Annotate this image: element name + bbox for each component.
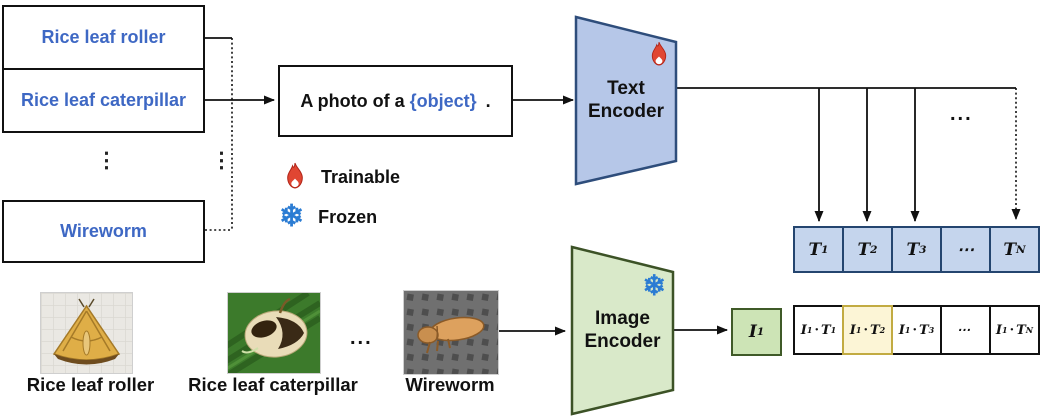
bus-ellipsis: ⋮ [211,149,232,172]
class-name-label: Wireworm [60,221,147,241]
similarity-cell-ellipsis: ⋯ [940,305,991,355]
photo-label: Rice leaf caterpillar [188,374,358,395]
image-encoder-shape [570,245,675,416]
snowflake-icon: ❄ [279,200,305,233]
image-encoder-label: Image Encoder [584,307,661,352]
trainable-label: Trainable [321,166,401,187]
legend-trainable: Trainable [283,162,400,192]
output-bus-ellipsis: ... [950,103,973,125]
class-name-label: Rice leaf caterpillar [20,90,187,110]
legend-frozen: ❄ Frozen [279,202,377,232]
class-name-box-1: Rice leaf roller [2,5,205,70]
rice-leaf-caterpillar-photo [227,292,321,374]
text-embedding-ellipsis: ⋯ [940,226,991,273]
text-encoder-shape [574,15,678,186]
class-name-label: Rice leaf roller [41,27,166,47]
gallery-ellipsis: ... [350,327,373,349]
photo-label: Rice leaf roller [26,374,155,395]
flame-icon [287,162,303,189]
frozen-label: Frozen [318,206,378,227]
class-name-box-2: Rice leaf caterpillar [2,68,205,133]
prompt-suffix: . [480,90,491,111]
prompt-template-box: A photo of a{object} . [278,65,513,137]
snowflake-icon: ❄ [642,270,666,301]
prompt-prefix: A photo of a [300,90,405,111]
prompt-object-token: {object} [409,90,477,111]
text-encoder-label: Text Encoder [587,77,665,122]
image-encoder: Image Encoder ❄ [569,244,676,417]
class-list-ellipsis: ⋮ [96,149,117,172]
photo-label: Wireworm [405,374,495,395]
text-encoder: Text Encoder [573,14,679,187]
rice-leaf-roller-photo [40,292,133,374]
flame-icon [651,42,667,66]
class-name-box-3: Wireworm [2,200,205,263]
wireworm-photo [403,290,499,375]
